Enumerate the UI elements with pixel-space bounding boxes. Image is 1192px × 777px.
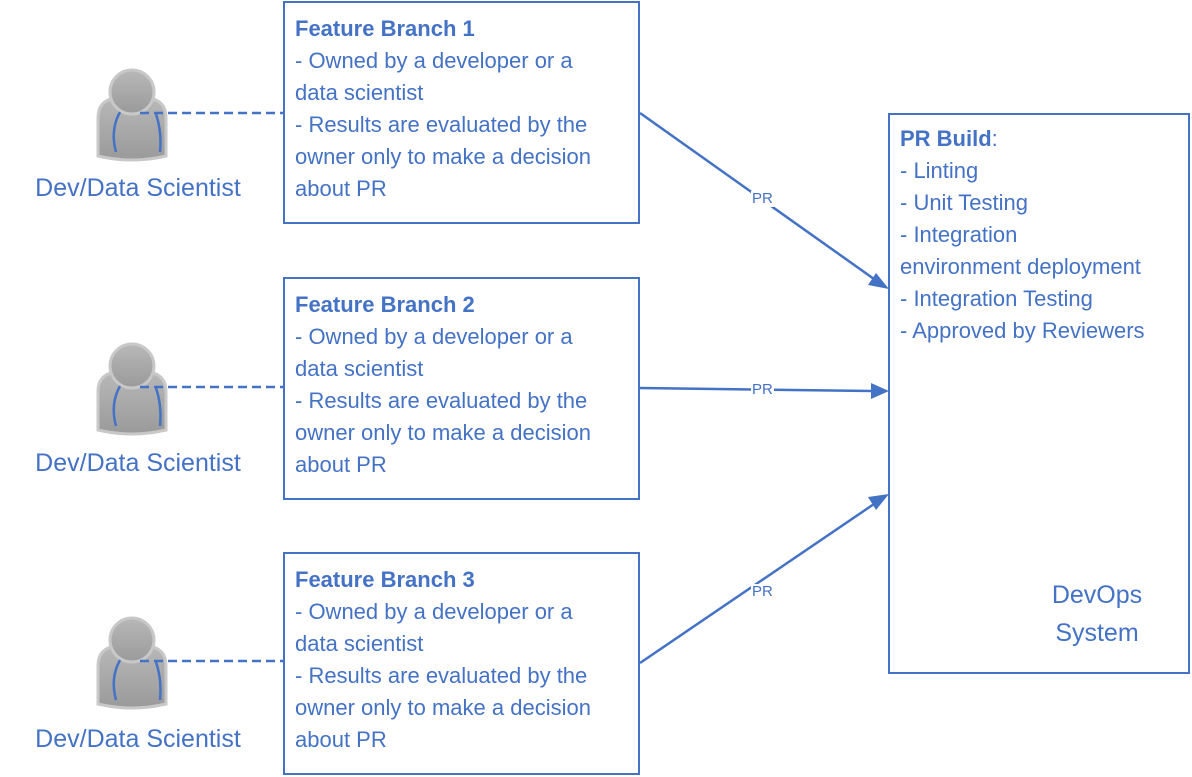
branch-line: data scientist	[295, 356, 424, 381]
devops-line: System	[1055, 619, 1139, 647]
pr-build-item: - Integration	[900, 222, 1018, 247]
pr-arrow-label: PR	[751, 583, 774, 600]
branch-line: - Owned by a developer or a	[295, 324, 573, 349]
person-label: Dev/Data Scientist	[35, 174, 241, 202]
person-icon	[96, 616, 168, 710]
pr-build-item: environment deployment	[900, 254, 1141, 279]
branch-line: data scientist	[295, 80, 424, 105]
devops-line: DevOps	[1051, 581, 1143, 609]
feature-branch-box: Feature Branch 2 - Owned by a developer …	[283, 277, 640, 500]
pr-build-item: - Approved by Reviewers	[900, 318, 1145, 343]
feature-branch-box: Feature Branch 3 - Owned by a developer …	[283, 552, 640, 775]
arrowhead-icon	[871, 383, 889, 399]
branch-line: data scientist	[295, 631, 424, 656]
branch-line: owner only to make a decision	[295, 695, 591, 720]
branch-title: Feature Branch 3	[295, 567, 475, 592]
arrowhead-icon	[868, 494, 889, 510]
branch-line: about PR	[295, 176, 387, 201]
pr-build-colon: :	[991, 126, 998, 151]
person-label: Dev/Data Scientist	[35, 725, 241, 753]
devops-system-label: DevOps System	[1040, 576, 1154, 652]
branch-line: - Owned by a developer or a	[295, 599, 573, 624]
pr-arrow-label: PR	[751, 381, 774, 398]
branch-line: about PR	[295, 452, 387, 477]
pr-build-item: - Integration Testing	[900, 286, 1093, 311]
pr-build-item: - Unit Testing	[900, 190, 1028, 215]
person-icon	[96, 68, 168, 162]
feature-branch-box: Feature Branch 1 - Owned by a developer …	[283, 1, 640, 224]
branch-line: - Results are evaluated by the	[295, 112, 588, 137]
branch-line: about PR	[295, 727, 387, 752]
pr-build-title: PR Build	[900, 126, 992, 151]
pr-build-heading: PR Build:	[900, 123, 1184, 155]
branch-line: owner only to make a decision	[295, 144, 591, 169]
person-icon	[96, 342, 168, 436]
person-label: Dev/Data Scientist	[35, 449, 241, 477]
arrowhead-icon	[868, 273, 889, 289]
devops-system-box: PR Build: - Linting - Unit Testing - Int…	[888, 113, 1190, 674]
branch-title: Feature Branch 1	[295, 16, 475, 41]
pr-arrow-line	[639, 502, 875, 665]
branch-line: - Results are evaluated by the	[295, 663, 588, 688]
pr-arrow-label: PR	[751, 190, 774, 207]
pr-build-item: - Linting	[900, 158, 979, 183]
branch-line: - Results are evaluated by the	[295, 388, 588, 413]
branch-line: owner only to make a decision	[295, 420, 591, 445]
branch-title: Feature Branch 2	[295, 292, 475, 317]
branch-line: - Owned by a developer or a	[295, 48, 573, 73]
